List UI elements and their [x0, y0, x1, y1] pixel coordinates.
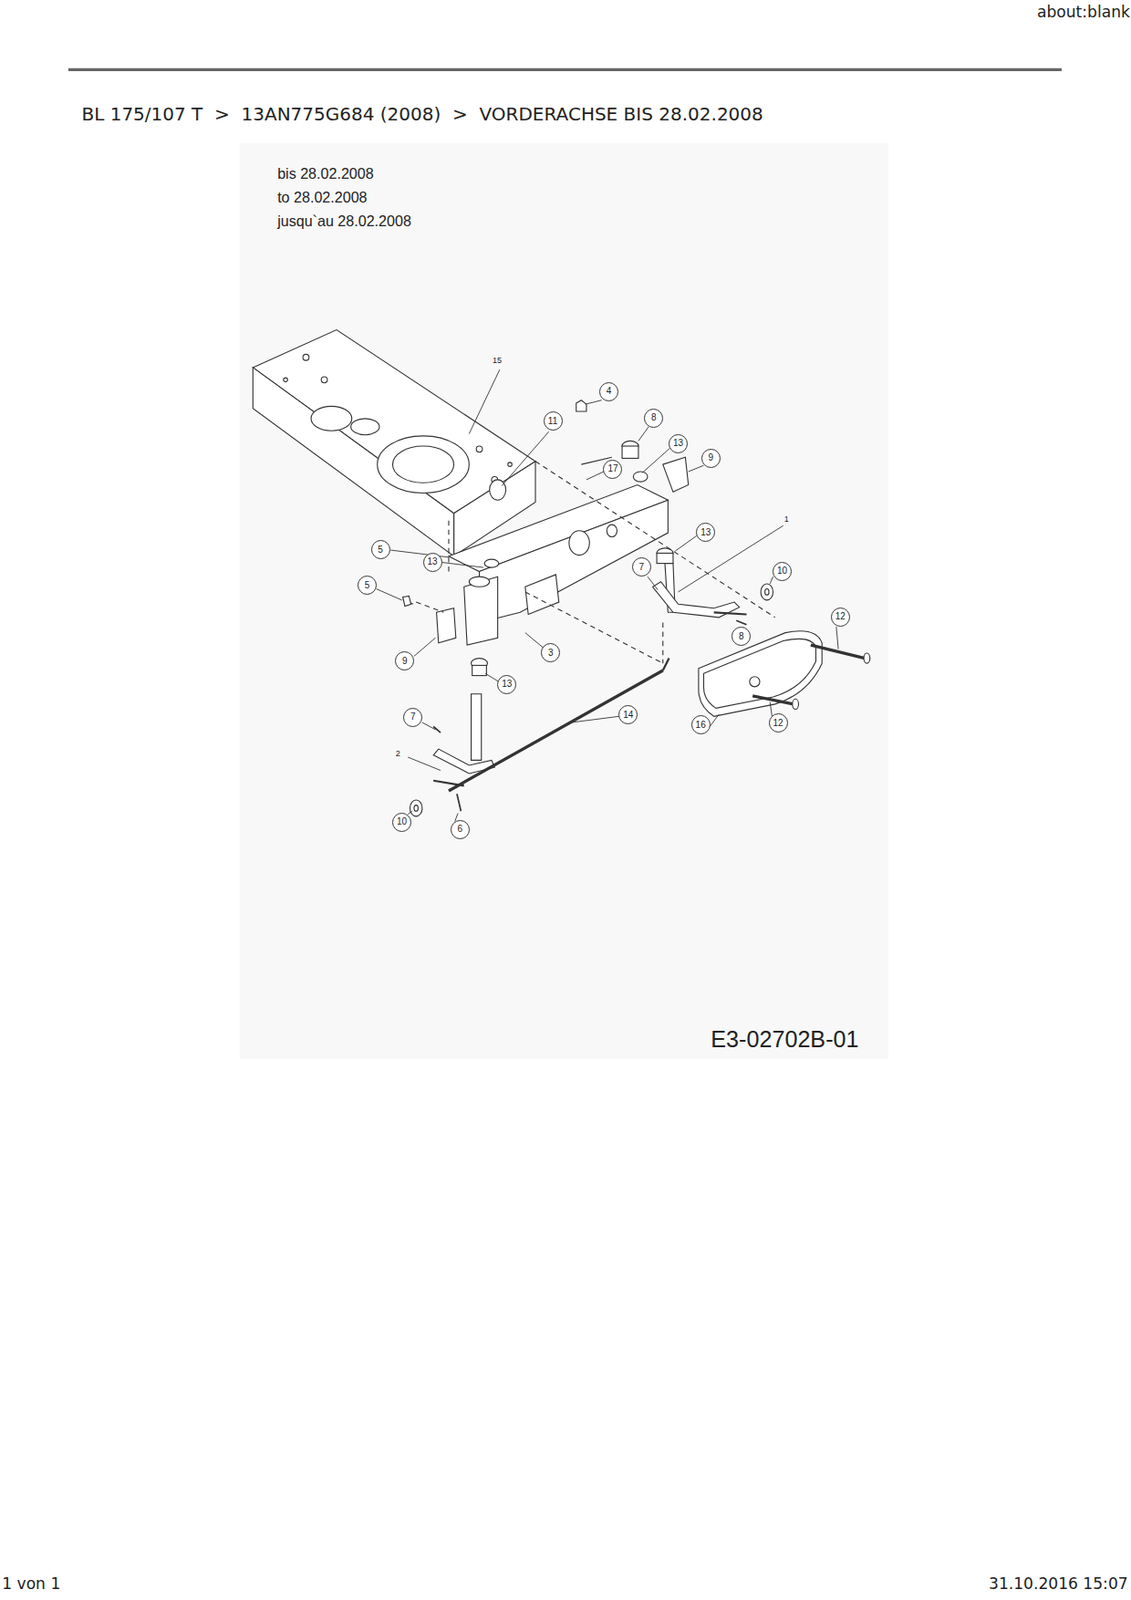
callout-circle: 11 [543, 411, 563, 431]
callout-circle: 10 [392, 812, 412, 832]
callout-number: 17 [607, 464, 618, 474]
callout-circle: 4 [599, 382, 619, 402]
front-axle [403, 440, 689, 675]
callout-number: 11 [548, 416, 558, 426]
browser-url: about:blank [1037, 2, 1131, 21]
callout-circle: 12 [830, 607, 851, 627]
callout-circle: 9 [701, 448, 721, 468]
date-note: jusqu`au 28.02.2008 [277, 212, 412, 230]
part-number: 15 [492, 355, 502, 365]
callout-number: 9 [708, 453, 715, 463]
callout-circle: 13 [668, 434, 688, 454]
callout-number: 3 [548, 648, 554, 658]
callout-circle: 8 [643, 408, 664, 428]
callout-number: 6 [456, 824, 463, 834]
callout-circle: 6 [450, 819, 470, 840]
part-number: 1 [784, 514, 789, 524]
callout-number: 5 [377, 545, 384, 555]
leader-lines [376, 369, 840, 821]
callout-circle: 13 [423, 552, 443, 572]
timestamp: 31.10.2016 15:07 [988, 1574, 1129, 1593]
callout-number: 16 [695, 720, 706, 730]
callout-circle: 16 [691, 715, 711, 735]
date-note: to 28.02.2008 [277, 188, 367, 207]
callout-number: 13 [501, 679, 512, 689]
callout-number: 7 [410, 712, 416, 722]
callout-number: 10 [396, 817, 407, 827]
callout-circle: 7 [403, 707, 423, 727]
assembly-lines [415, 461, 776, 664]
callout-number: 5 [364, 581, 371, 591]
page-title: BL 175/107 T > 13AN775G684 (2008) > VORD… [81, 103, 763, 125]
callout-number: 9 [402, 656, 408, 666]
callout-number: 13 [427, 557, 438, 567]
part-number: 2 [395, 748, 401, 758]
callout-number: 7 [639, 562, 645, 572]
page-count: 1 von 1 [1, 1574, 61, 1593]
callout-number: 4 [606, 386, 613, 396]
callout-circle: 5 [371, 539, 391, 560]
drawing-panel [239, 143, 889, 1059]
callout-number: 12 [835, 612, 846, 622]
tie-rod [448, 658, 670, 791]
callout-circle: 12 [768, 713, 789, 733]
callout-circle: 10 [772, 561, 792, 582]
bolts-washers [403, 400, 871, 817]
cover-plate [698, 630, 822, 716]
callout-number: 8 [651, 413, 657, 423]
header-rule [68, 68, 1062, 72]
callout-circle: 7 [632, 557, 652, 577]
callout-number: 14 [622, 710, 633, 720]
callout-number: 10 [777, 566, 788, 576]
drawing-id: E3-02702B-01 [710, 1026, 859, 1053]
callout-number: 13 [700, 528, 711, 538]
callout-circle: 13 [497, 674, 517, 695]
callout-number: 13 [673, 438, 684, 448]
chassis [252, 330, 536, 557]
callout-number: 8 [738, 632, 745, 642]
callout-number: 12 [773, 718, 784, 728]
date-note: bis 28.02.2008 [277, 165, 374, 183]
